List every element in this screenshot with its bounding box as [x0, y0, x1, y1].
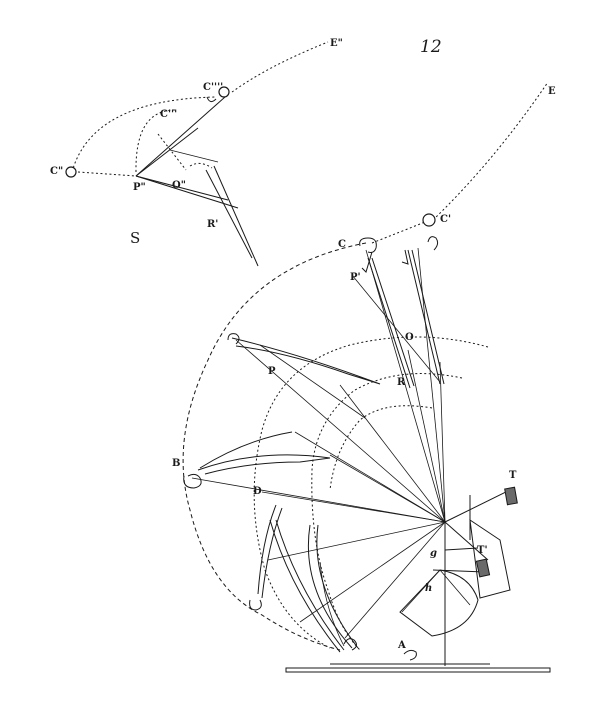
hook-b	[183, 473, 202, 489]
label-e: E	[548, 86, 556, 97]
rod-a-1	[269, 519, 345, 653]
main-mechanism: E C' C P' O P R B D T T' g h A	[172, 81, 556, 673]
label-c2: C"	[50, 166, 63, 177]
hook-a-2	[403, 649, 417, 661]
label-g: g	[430, 548, 437, 559]
rod-p	[231, 337, 381, 385]
radius-b	[191, 477, 446, 523]
label-r: R	[397, 377, 406, 388]
radius-c	[365, 249, 446, 523]
hook-c1	[401, 236, 439, 265]
hook-c4	[206, 96, 217, 103]
rod-c	[367, 257, 415, 389]
dotted-radius	[157, 133, 187, 171]
rod-c1	[407, 249, 445, 385]
label-r2: R'	[207, 219, 218, 230]
label-c1: C'	[440, 214, 451, 225]
label-b: B	[172, 458, 180, 469]
rod-d	[257, 504, 283, 599]
rod-p2-upper	[135, 127, 199, 177]
rod-b-2	[199, 431, 293, 469]
joint-c1	[422, 213, 436, 227]
rod-p2-c4	[135, 96, 226, 177]
radius-o	[407, 349, 446, 523]
label-e2: E"	[330, 38, 343, 49]
label-s: S	[130, 229, 140, 247]
detail-sketch: E" C'''' C''' C" P" O" R' S	[50, 38, 343, 267]
rod-long-b	[205, 169, 253, 259]
radius-a	[344, 521, 446, 639]
rod-a-3	[319, 561, 345, 647]
arc-inner-2	[329, 405, 433, 491]
label-p2: P"	[133, 182, 146, 193]
radius-d	[261, 491, 446, 523]
hook-d	[249, 599, 262, 611]
hook-c	[359, 237, 377, 273]
rod-p2-r2	[135, 175, 239, 209]
arc-c2-c4	[71, 96, 216, 173]
label-t1: T'	[477, 545, 488, 556]
radius-5	[299, 521, 446, 623]
joint-c4	[218, 86, 230, 98]
label-o: O	[405, 332, 414, 343]
radius-r	[439, 361, 446, 523]
arc-inner	[311, 373, 463, 651]
rod-a-2	[307, 524, 359, 649]
joint-c2	[65, 166, 77, 178]
hook-a	[343, 638, 358, 651]
base-plate	[285, 667, 551, 673]
weight-t	[504, 486, 518, 506]
trajectory-e2	[231, 41, 329, 93]
sector-2	[399, 569, 479, 637]
rod-long-a	[213, 165, 259, 267]
label-c: C	[338, 239, 346, 250]
arc-middle	[253, 336, 489, 649]
trajectory-e	[432, 81, 549, 221]
rod-p2-lower	[135, 175, 229, 201]
hook-p	[227, 333, 240, 345]
link-t1	[444, 521, 489, 561]
rod-b	[197, 454, 331, 475]
radius-7	[329, 454, 446, 523]
arc-o2	[189, 162, 213, 169]
label-c3: C'''	[160, 109, 177, 120]
weight-t1	[475, 558, 491, 578]
figure-number: 12	[420, 37, 442, 57]
label-p1: P'	[350, 272, 361, 283]
path-c-c1	[371, 221, 426, 244]
label-t: T	[509, 470, 517, 481]
sector-lines	[401, 569, 471, 613]
sector-1	[469, 518, 511, 599]
label-p: P	[268, 366, 276, 377]
link-g	[444, 547, 479, 551]
label-d: D	[253, 486, 262, 497]
label-c4: C''''	[203, 82, 223, 93]
link-t	[444, 489, 511, 523]
label-h: h	[425, 583, 432, 594]
rod-p-2	[259, 344, 366, 419]
radius-6	[339, 384, 446, 523]
line-c2-p2	[77, 171, 137, 177]
radius-p	[235, 339, 446, 523]
label-o2: O"	[172, 180, 186, 191]
radius-4	[267, 521, 446, 561]
rod-p1	[351, 274, 441, 383]
arc-outer	[182, 242, 367, 651]
rod-short	[169, 149, 219, 163]
label-a: A	[397, 640, 406, 651]
